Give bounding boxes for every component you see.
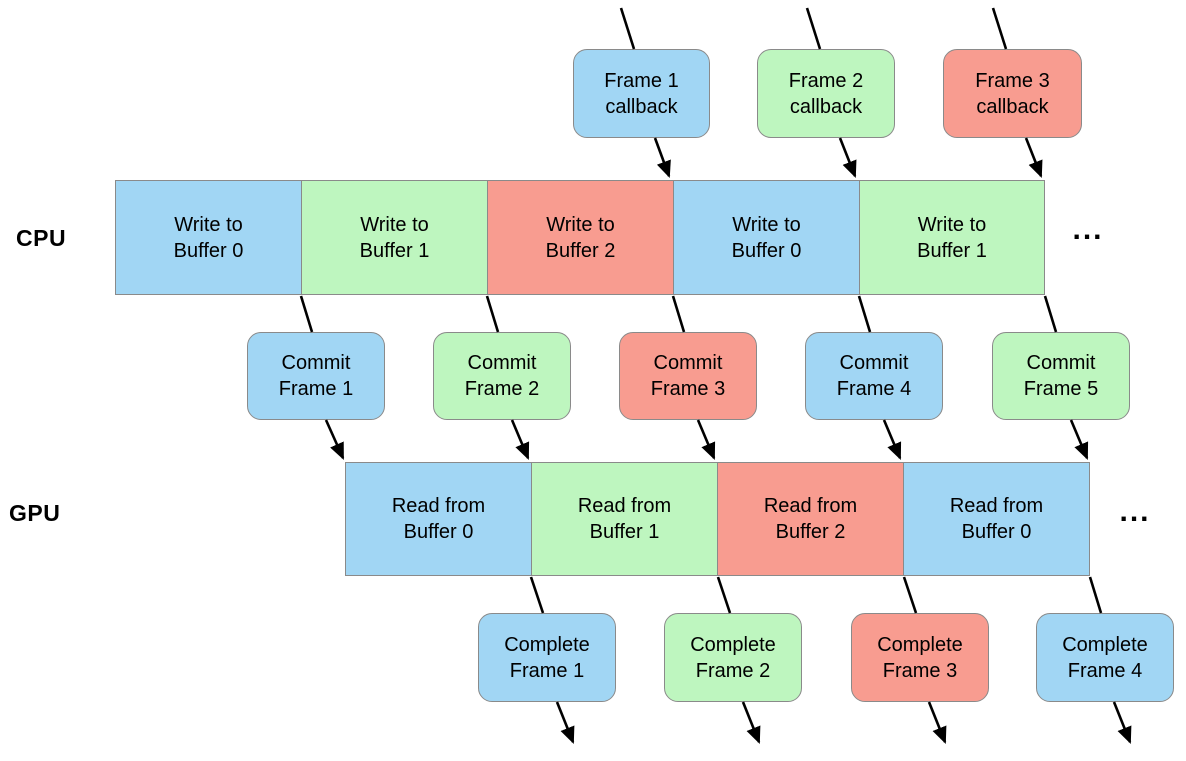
arrow-complete-3-out (927, 701, 947, 744)
cpu-segment-label-line1: Write to (174, 213, 243, 236)
arrow-into-frame-1-callback (619, 7, 636, 50)
frame-1-callback-box: Frame 1 callback (573, 49, 710, 138)
cpu-segment-label-line2: Buffer 1 (359, 239, 430, 262)
arrow-into-frame-2-callback (805, 7, 822, 50)
arrow-commit-1-to-gpu (324, 419, 345, 460)
frame-3-callback-label-line2: callback (976, 95, 1049, 118)
commit-frame-2-box: Commit Frame 2 (433, 332, 571, 420)
cpu-segment-label-line1: Write to (732, 213, 801, 236)
frame-2-callback-label-line2: callback (789, 95, 863, 118)
complete-frame-3-box: Complete Frame 3 (851, 613, 989, 702)
commit-label-line1: Commit (1026, 352, 1096, 374)
cpu-segment-label-line2: Buffer 2 (545, 239, 616, 262)
cpu-segment-write-buffer-1-a: Write to Buffer 1 (301, 180, 488, 295)
gpu-segment-read-buffer-0-b: Read from Buffer 0 (903, 462, 1090, 576)
cpu-segment-label-line1: Write to (546, 213, 615, 236)
gpu-segment-label-line1: Read from (577, 495, 672, 517)
cpu-segment-label-line1: Write to (360, 213, 429, 236)
arrow-commit-5-to-gpu (1069, 419, 1089, 460)
arrow-cpu-to-commit-4 (857, 295, 872, 333)
arrow-commit-3-to-gpu (696, 419, 716, 460)
commit-label-line2: Frame 5 (1023, 378, 1099, 400)
arrow-cpu-to-commit-5 (1043, 295, 1058, 333)
arrow-commit-2-to-gpu (510, 419, 530, 460)
frame-3-callback-label-line1: Frame 3 (975, 69, 1050, 92)
frame-2-callback-box: Frame 2 callback (757, 49, 895, 138)
cpu-segment-write-buffer-2: Write to Buffer 2 (487, 180, 674, 295)
arrow-frame-2-callback-to-cpu (838, 137, 857, 178)
commit-frame-1-box: Commit Frame 1 (247, 332, 385, 420)
gpu-segment-label-line2: Buffer 2 (775, 521, 846, 543)
gpu-segment-label-line2: Buffer 0 (403, 521, 474, 543)
gpu-segment-read-buffer-1: Read from Buffer 1 (531, 462, 718, 576)
commit-label-line2: Frame 1 (278, 378, 354, 400)
arrow-complete-1-out (555, 701, 575, 744)
commit-label-line1: Commit (653, 352, 723, 374)
arrow-gpu-to-complete-4 (1088, 576, 1103, 614)
commit-label-line1: Commit (839, 352, 909, 374)
commit-label-line1: Commit (281, 352, 351, 374)
arrow-cpu-to-commit-1 (299, 295, 314, 333)
gpu-segment-label-line1: Read from (391, 495, 486, 517)
cpu-segment-write-buffer-0-a: Write to Buffer 0 (115, 180, 302, 295)
complete-label-line2: Frame 1 (509, 659, 585, 682)
frame-3-callback-box: Frame 3 callback (943, 49, 1082, 138)
complete-label-line1: Complete (1062, 633, 1148, 656)
arrow-complete-4-out (1112, 701, 1132, 744)
frame-1-callback-label-line1: Frame 1 (604, 69, 679, 92)
arrow-cpu-to-commit-3 (671, 295, 686, 333)
gpu-segment-label-line1: Read from (949, 495, 1044, 517)
commit-frame-5-box: Commit Frame 5 (992, 332, 1130, 420)
gpu-ellipsis: ... (1119, 495, 1151, 528)
arrow-gpu-to-complete-1 (529, 576, 545, 614)
complete-frame-4-box: Complete Frame 4 (1036, 613, 1174, 702)
complete-label-line2: Frame 3 (882, 659, 958, 682)
gpu-segment-label-line1: Read from (763, 495, 858, 517)
arrow-gpu-to-complete-2 (716, 576, 732, 614)
cpu-segment-write-buffer-1-b: Write to Buffer 1 (859, 180, 1045, 295)
cpu-segment-label-line2: Buffer 0 (731, 239, 802, 262)
cpu-segment-label-line2: Buffer 1 (917, 239, 987, 262)
complete-label-line1: Complete (690, 633, 776, 656)
commit-frame-3-box: Commit Frame 3 (619, 332, 757, 420)
gpu-lane-label: GPU (9, 500, 61, 526)
gpu-segment-label-line2: Buffer 1 (589, 521, 660, 543)
gpu-segment-label-line2: Buffer 0 (961, 521, 1032, 543)
complete-frame-2-box: Complete Frame 2 (664, 613, 802, 702)
cpu-segment-label-line2: Buffer 0 (173, 239, 244, 262)
arrow-commit-4-to-gpu (882, 419, 902, 460)
commit-label-line2: Frame 4 (836, 378, 912, 400)
arrow-frame-3-callback-to-cpu (1024, 137, 1043, 178)
commit-label-line1: Commit (467, 352, 537, 374)
arrow-complete-2-out (741, 701, 761, 744)
complete-label-line1: Complete (877, 633, 963, 656)
cpu-lane-label: CPU (16, 225, 67, 251)
frame-1-callback-label-line2: callback (605, 95, 678, 118)
frame-2-callback-label-line1: Frame 2 (788, 69, 864, 92)
cpu-ellipsis: ... (1072, 213, 1104, 246)
complete-frame-1-box: Complete Frame 1 (478, 613, 616, 702)
commit-label-line2: Frame 3 (650, 378, 726, 400)
cpu-segment-label-line1: Write to (917, 213, 987, 236)
complete-label-line2: Frame 2 (695, 659, 771, 682)
gpu-segment-read-buffer-2: Read from Buffer 2 (717, 462, 904, 576)
arrow-cpu-to-commit-2 (485, 295, 500, 333)
complete-label-line2: Frame 4 (1067, 659, 1143, 682)
cpu-segment-write-buffer-0-b: Write to Buffer 0 (673, 180, 860, 295)
arrow-frame-1-callback-to-cpu (653, 137, 671, 178)
commit-frame-4-box: Commit Frame 4 (805, 332, 943, 420)
arrow-gpu-to-complete-3 (902, 576, 918, 614)
gpu-segment-read-buffer-0-a: Read from Buffer 0 (345, 462, 532, 576)
complete-label-line1: Complete (504, 633, 590, 656)
arrow-into-frame-3-callback (991, 7, 1008, 50)
commit-label-line2: Frame 2 (464, 378, 540, 400)
